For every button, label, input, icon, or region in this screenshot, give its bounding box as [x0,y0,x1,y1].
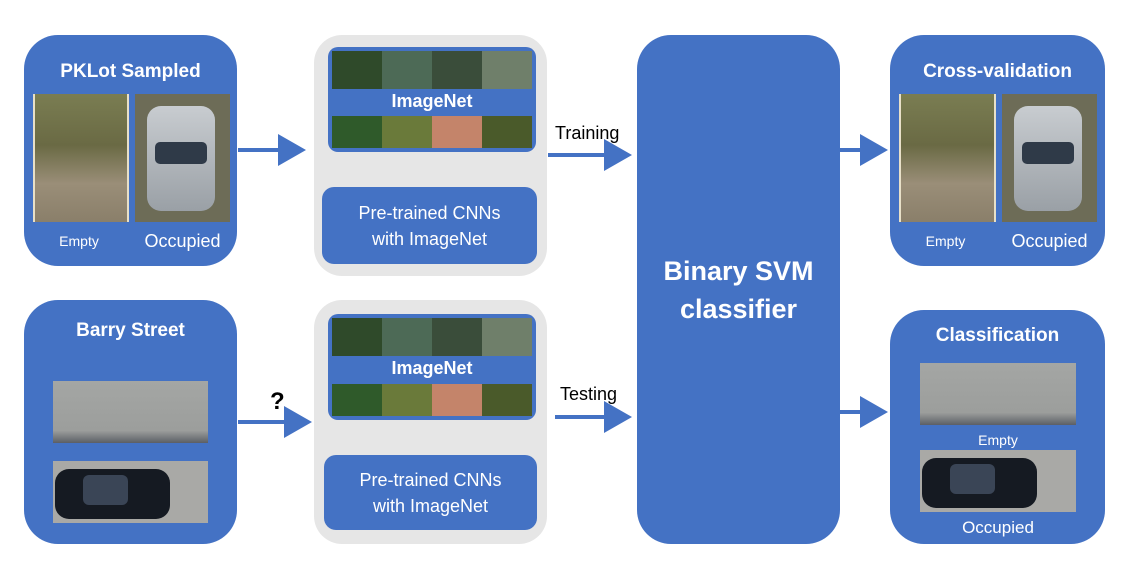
cross-validation-title: Cross-validation [923,61,1072,82]
classification-occupied-label: Occupied [962,518,1034,537]
imagenet-strip-bottom-1 [332,318,532,356]
crossval-empty-label: Empty [925,233,966,249]
unknown-mark: ? [270,388,285,415]
classification-title: Classification [935,325,1060,346]
classification-empty-image [920,363,1076,425]
pklot-empty-label: Empty [59,233,99,249]
pklot-occupied-label: Occupied [144,231,221,251]
training-label: Training [555,123,620,143]
cnn-top-line1: Pre-trained CNNs [358,202,501,223]
barry-title: Barry Street [76,320,185,341]
crossval-occupied-image [1002,94,1097,222]
barry-box: Barry Street [24,300,237,544]
crossval-occupied-label: Occupied [1011,231,1088,251]
classification-box: Classification Empty Occupied [890,310,1105,544]
pklot-title: PKLot Sampled [60,61,201,82]
imagenet-block-top: ImageNet [328,47,536,152]
cnn-top-line2: with ImageNet [371,228,488,249]
pklot-box: PKLot Sampled Empty Occupied [24,35,237,266]
cnn-block-top: Pre-trained CNNs with ImageNet [322,187,537,264]
classification-empty-label: Empty [978,432,1018,448]
svm-line1: Binary SVM [663,255,814,286]
barry-occupied-image [53,461,208,523]
imagenet-strip-bottom-2 [332,384,532,416]
barry-empty-image [53,381,208,443]
pklot-occupied-image [135,94,230,222]
cnn-bottom-line2: with ImageNet [372,495,489,516]
imagenet-strip-top-1 [332,51,532,89]
crossval-empty-image [899,94,996,222]
cnn-bottom-line1: Pre-trained CNNs [359,469,502,490]
imagenet-label-top: ImageNet [391,91,473,111]
classification-occupied-image [920,450,1076,512]
imagenet-label-bottom: ImageNet [391,358,473,378]
imagenet-block-bottom: ImageNet [328,314,536,420]
svm-classifier-box: Binary SVM classifier [637,35,840,544]
feature-panel-top: ImageNet Pre-trained CNNs with ImageNet [314,35,547,276]
svm-line2: classifier [679,293,798,324]
cross-validation-box: Cross-validation Empty Occupied [890,35,1105,266]
feature-panel-bottom: ImageNet Pre-trained CNNs with ImageNet [314,300,547,544]
pklot-empty-image [33,94,129,222]
testing-label: Testing [560,384,618,404]
imagenet-strip-top-2 [332,116,532,148]
cnn-block-bottom: Pre-trained CNNs with ImageNet [324,455,537,530]
